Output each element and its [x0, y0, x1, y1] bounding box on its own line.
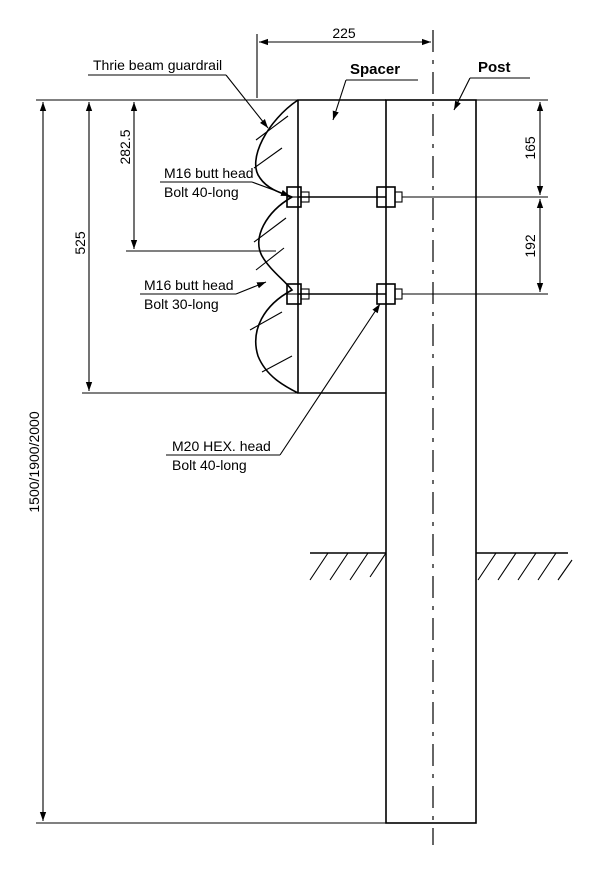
beam-hatch [253, 217, 287, 243]
label-upper-bolt-1: M16 butt head [164, 165, 254, 181]
beam-hatch [255, 247, 285, 271]
dim-top-width: 225 [332, 25, 356, 41]
label-thrie-beam: Thrie beam guardrail [93, 57, 222, 73]
beam-hatch [253, 147, 283, 169]
leader-spacer [332, 79, 347, 121]
label-upper-bolt-2: Bolt 40-long [164, 184, 239, 200]
leader-upper-bolt [251, 181, 291, 197]
beam-hatch [249, 311, 283, 331]
spacer-block [297, 99, 386, 394]
label-spacer: Spacer [350, 61, 400, 78]
leader-lower-bolt [235, 281, 267, 295]
beam-hatch [261, 355, 293, 373]
dim-rail-height: 525 [72, 231, 88, 255]
upper-beam-bolt [286, 186, 310, 208]
lower-beam-bolt [286, 283, 310, 305]
dim-rail-pitch: 282.5 [117, 129, 133, 164]
label-lower-bolt-1: M16 butt head [144, 277, 234, 293]
leader-post [453, 77, 471, 111]
beam-hatch [255, 115, 289, 141]
leader-thrie-beam [225, 74, 269, 129]
dim-right-lower: 192 [522, 234, 538, 258]
thrie-beam-profile [254, 99, 299, 394]
label-post-bolt-1: M20 HEX. head [172, 438, 271, 454]
upper-post-bolt [376, 186, 403, 208]
leader-post-bolt [279, 303, 381, 456]
post [385, 99, 477, 824]
label-post-bolt-2: Bolt 40-long [172, 457, 247, 473]
label-post: Post [478, 59, 511, 76]
label-lower-bolt-2: Bolt 30-long [144, 296, 219, 312]
dim-post-height: 1500/1900/2000 [26, 411, 42, 512]
dim-right-upper: 165 [522, 136, 538, 160]
ground-hatching [309, 552, 573, 581]
